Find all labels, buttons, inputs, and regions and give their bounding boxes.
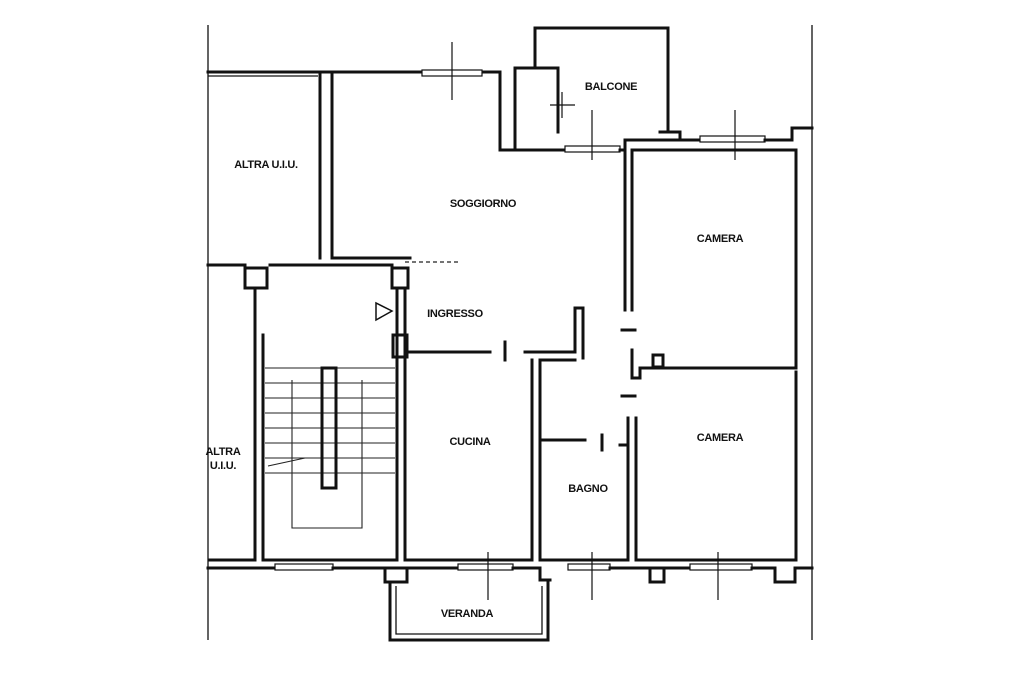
outer-boundary: [207, 25, 813, 640]
window-stairs: [274, 563, 334, 571]
label-camera-bottom: CAMERA: [697, 432, 744, 444]
label-camera-top: CAMERA: [697, 233, 744, 245]
label-bagno: BAGNO: [568, 483, 608, 495]
window-axis-marks: [451, 42, 736, 600]
label-soggiorno: SOGGIORNO: [450, 198, 517, 210]
window-camera-bottom: [689, 563, 753, 571]
window-camera-top: [699, 135, 766, 143]
veranda-outline: [388, 578, 550, 642]
label-altra-uiu-top: ALTRA U.I.U.: [234, 159, 298, 171]
window-cucina: [457, 563, 514, 571]
label-ingresso: INGRESSO: [427, 308, 483, 320]
camera-partitions: [618, 148, 798, 562]
entrance-triangle-icon: [375, 301, 394, 322]
label-veranda: VERANDA: [441, 608, 494, 620]
label-balcone: BALCONE: [585, 81, 637, 93]
window-bagno: [567, 563, 611, 571]
staircase: [265, 366, 395, 529]
label-altra-left-2: U.I.U.: [210, 460, 237, 472]
label-altra-left-1: ALTRA: [206, 446, 241, 458]
interior-partitions: [406, 306, 604, 562]
label-cucina: CUCINA: [450, 436, 491, 448]
bottom-exterior-wall: [206, 558, 814, 584]
top-exterior-wall: [206, 26, 814, 153]
stair-core: [208, 266, 410, 562]
altra-uiu-top-area: [206, 70, 460, 267]
